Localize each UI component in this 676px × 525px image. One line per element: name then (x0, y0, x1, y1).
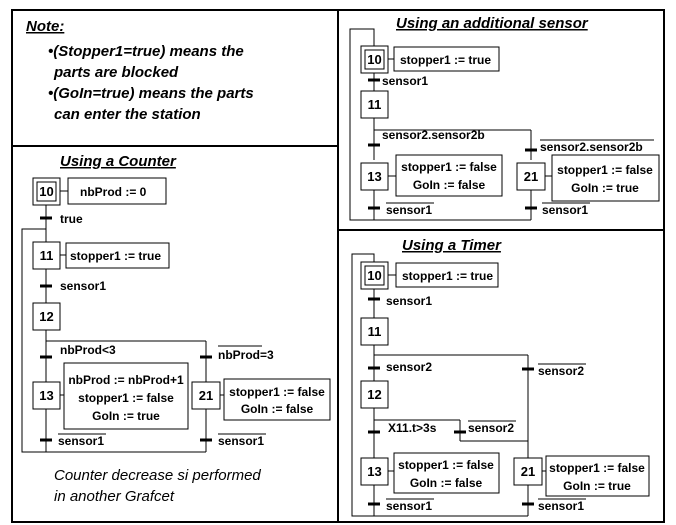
sensor-action-10-text: stopper1 := true (400, 53, 491, 67)
timer-transition-end-left-label: sensor1 (386, 499, 432, 513)
counter-action-21-line1: stopper1 := false (229, 385, 325, 399)
sensor-panel: Using an additional sensor 10 stopper1 :… (349, 15, 660, 221)
sensor-action-13 (395, 154, 503, 197)
sensor-action-21-line1: stopper1 := false (557, 163, 653, 177)
counter-action-13 (63, 362, 189, 430)
counter-transition-end-right-label: sensor1 (218, 434, 264, 448)
counter-transition-sensor1-label: sensor1 (60, 279, 106, 293)
sensor-transition-end-left-label: sensor1 (386, 203, 432, 217)
timer-action-21-line2: GoIn := true (563, 479, 631, 493)
counter-caption-line2: in another Grafcet (54, 488, 175, 505)
timer-step-21-label: 21 (521, 464, 535, 479)
counter-transition-nbprod-lt3-label: nbProd<3 (60, 343, 116, 357)
sensor-action-21-line2: GoIn := true (571, 181, 639, 195)
timer-action-13-line1: stopper1 := false (398, 458, 494, 472)
counter-step-12 (32, 302, 61, 331)
sensor-transition-left-label: sensor2.sensor2b (382, 128, 485, 142)
counter-panel: Using a Counter 10 nbProd := 0 true 11 s… (21, 153, 331, 505)
timer-transition-sensor1-label: sensor1 (386, 294, 432, 308)
counter-transition-nbprod-eq3-label: nbProd=3 (218, 348, 274, 362)
counter-action-21-line2: GoIn := false (241, 402, 314, 416)
note-panel: Note: •(Stopper1=true) means the parts a… (26, 18, 254, 123)
timer-panel: Using a Timer 10 stopper1 := true sensor… (351, 237, 650, 517)
counter-step-11-label: 11 (40, 248, 54, 263)
sensor-transition-end-right-label: sensor1 (542, 203, 588, 217)
timer-title: Using a Timer (402, 237, 502, 254)
sensor-transition-sensor1-label: sensor1 (382, 74, 428, 88)
counter-transition-true-label: true (60, 212, 83, 226)
sensor-step-21-label: 21 (524, 169, 538, 184)
counter-action-21 (223, 378, 331, 421)
panel-frames (11, 9, 665, 523)
note-title: Note: (26, 18, 64, 35)
sensor-step-13-label: 13 (367, 169, 381, 184)
timer-action-21-line1: stopper1 := false (549, 461, 645, 475)
counter-step-13 (32, 381, 61, 410)
timer-action-21 (545, 455, 650, 497)
counter-transition-end-left-label: sensor1 (58, 434, 104, 448)
note-line-2: parts are blocked (53, 64, 179, 81)
counter-action-13-line3: GoIn := true (92, 409, 160, 423)
counter-step-10-label: 10 (39, 184, 53, 199)
note-line-3: •(GoIn=true) means the parts (48, 85, 254, 102)
note-line-1: •(Stopper1=true) means the (48, 43, 244, 60)
counter-step-21-label: 21 (199, 388, 213, 403)
timer-transition-sensor2-not-label: sensor2 (538, 364, 584, 378)
sensor-title: Using an additional sensor (396, 15, 589, 32)
sensor-action-13-line1: stopper1 := false (401, 160, 497, 174)
sensor-action-13-line2: GoIn := false (413, 178, 486, 192)
note-line-4: can enter the station (54, 106, 201, 123)
timer-step-12-label: 12 (367, 387, 381, 402)
timer-step-10-label: 10 (367, 268, 381, 283)
timer-action-13 (393, 452, 500, 494)
counter-title: Using a Counter (60, 153, 177, 170)
timer-transition-x11-label: X11.t>3s (388, 421, 437, 435)
counter-action-13-line1: nbProd := nbProd+1 (68, 373, 184, 387)
sensor-step-11-label: 11 (368, 97, 382, 112)
timer-action-10-text: stopper1 := true (402, 269, 493, 283)
timer-action-13-line2: GoIn := false (410, 476, 483, 490)
timer-step-13-label: 13 (367, 464, 381, 479)
counter-step-12-label: 12 (39, 309, 53, 324)
timer-step-11-label: 11 (368, 324, 382, 339)
timer-transition-sensor2-label: sensor2 (386, 360, 432, 374)
counter-action-10-text: nbProd := 0 (80, 185, 147, 199)
timer-transition-sensor2bar-label: sensor2 (468, 421, 514, 435)
counter-step-13-label: 13 (39, 388, 53, 403)
counter-action-11 (65, 242, 170, 269)
sensor-step-11 (360, 90, 389, 119)
timer-transition-end-right-label: sensor1 (538, 499, 584, 513)
counter-action-11-text: stopper1 := true (70, 249, 161, 263)
counter-action-13-line2: stopper1 := false (78, 391, 174, 405)
sensor-transition-right-label: sensor2.sensor2b (540, 140, 643, 154)
sensor-step-10-label: 10 (367, 52, 381, 67)
counter-caption-line1: Counter decrease si performed (54, 467, 261, 484)
counter-action-10 (67, 177, 167, 205)
sensor-action-10 (393, 46, 500, 72)
timer-action-10 (395, 262, 499, 288)
timer-step-12 (360, 380, 389, 409)
sensor-action-21 (551, 154, 660, 202)
